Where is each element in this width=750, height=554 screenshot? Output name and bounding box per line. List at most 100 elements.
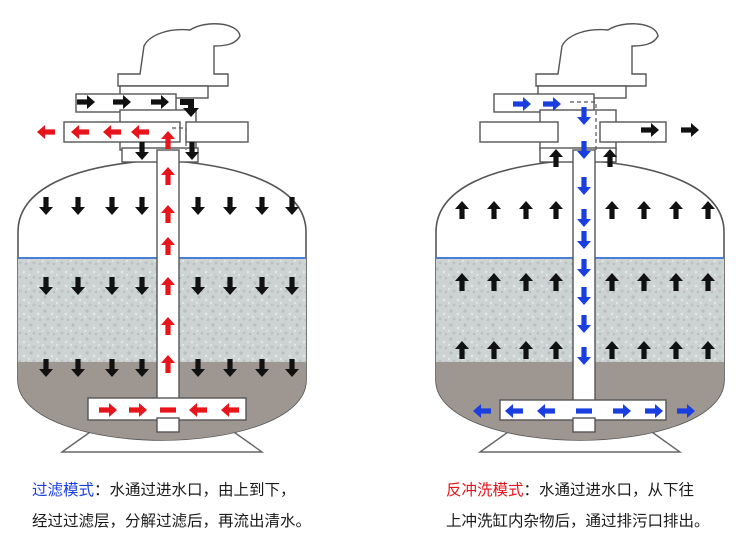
filtered-up-arrow-icon (161, 237, 175, 255)
water-up-arrow-icon (455, 341, 469, 359)
backwash-down-arrow-icon (577, 287, 591, 305)
neck-up-arrow-icon (549, 149, 563, 167)
backwash-down-arrow-icon (577, 209, 591, 227)
filter-mode-caption: 过滤模式：水通过进水口，由上到下， 经过过滤层，分解过滤后，再流出清水。 (32, 475, 311, 537)
water-up-arrow-icon (669, 341, 683, 359)
water-up-arrow-icon (519, 201, 533, 219)
water-up-arrow-icon (701, 273, 715, 291)
clean-outlet-arrow-icon (131, 125, 149, 139)
filtered-up-arrow-icon (161, 131, 175, 149)
neck-flow-arrow-icon (135, 142, 149, 160)
water-up-arrow-icon (549, 273, 563, 291)
backwash-down-arrow-icon (577, 259, 591, 277)
water-up-arrow-icon (487, 201, 501, 219)
water-up-arrow-icon (519, 341, 533, 359)
inlet-flow-arrow-icon (513, 97, 531, 111)
water-up-arrow-icon (487, 273, 501, 291)
filter-mode-tank (17, 23, 307, 453)
lateral-out-arrow-icon (537, 404, 555, 418)
backwash-flow-arrows (455, 97, 715, 418)
water-down-arrow-icon (191, 359, 205, 377)
multiport-valve-head (117, 23, 241, 87)
outlet-pipe (479, 121, 559, 143)
waste-outlet-arrow-icon (641, 123, 659, 137)
backwash-mode-caption: 反冲洗模式：水通过进水口，从下往 上冲洗缸内杂物后，通过排污口排出。 (446, 475, 710, 537)
backwash-down-arrow-icon (577, 231, 591, 249)
water-down-arrow-icon (255, 277, 269, 295)
water-up-arrow-icon (549, 341, 563, 359)
water-down-arrow-icon (105, 277, 119, 295)
lateral-in-arrow-icon (189, 403, 207, 417)
lateral-hub (572, 417, 596, 433)
water-down-arrow-icon (285, 197, 299, 215)
backwash-down-arrow-icon (577, 347, 591, 365)
water-down-arrow-icon (71, 197, 85, 215)
backwash-down-arrow-icon (577, 315, 591, 333)
water-down-arrow-icon (255, 359, 269, 377)
water-up-arrow-icon (701, 341, 715, 359)
filter-mode-line1: ：水通过进水口，由上到下， (94, 481, 296, 499)
lateral-hub (156, 417, 180, 433)
water-up-arrow-icon (669, 273, 683, 291)
water-down-arrow-icon (255, 197, 269, 215)
water-down-arrow-icon (223, 359, 237, 377)
water-down-arrow-icon (223, 197, 237, 215)
neck-flow-arrow-icon (185, 142, 199, 160)
filtered-up-arrow-icon (161, 277, 175, 295)
waste-pipe (185, 121, 249, 143)
water-down-arrow-icon (39, 197, 53, 215)
water-down-arrow-icon (191, 197, 205, 215)
filtered-up-arrow-icon (161, 317, 175, 335)
backwash-down-arrow-icon (577, 141, 591, 159)
water-up-arrow-icon (669, 201, 683, 219)
waste-pipe (599, 121, 667, 143)
lateral-in-arrow-icon (129, 403, 147, 417)
inlet-flow-arrow-icon (113, 95, 131, 109)
lateral-out-arrow-icon (645, 404, 663, 418)
valve-bend-arrow-icon (180, 99, 199, 117)
water-up-arrow-icon (701, 201, 715, 219)
filtered-up-arrow-icon (161, 167, 175, 185)
water-down-arrow-icon (71, 359, 85, 377)
water-down-arrow-icon (135, 277, 149, 295)
clean-outlet-arrow-icon (103, 125, 121, 139)
water-up-arrow-icon (605, 341, 619, 359)
outlet-pipe (63, 121, 181, 143)
water-down-arrow-icon (223, 277, 237, 295)
lateral-center-mark (576, 408, 592, 414)
water-down-arrow-icon (39, 277, 53, 295)
waste-outlet-arrow-icon (681, 123, 699, 137)
water-up-arrow-icon (549, 201, 563, 219)
water-down-arrow-icon (105, 197, 119, 215)
water-down-arrow-icon (105, 359, 119, 377)
water-down-arrow-icon (39, 359, 53, 377)
lateral-out-arrow-icon (505, 404, 523, 418)
water-up-arrow-icon (637, 201, 651, 219)
filter-flow-arrows (37, 95, 299, 417)
inlet-flow-arrow-icon (151, 95, 169, 109)
lateral-out-arrow-icon (473, 404, 491, 418)
water-down-arrow-icon (285, 277, 299, 295)
filter-mode-label: 过滤模式 (32, 481, 95, 499)
lateral-in-arrow-icon (221, 403, 239, 417)
water-down-arrow-icon (71, 277, 85, 295)
filtered-up-arrow-icon (161, 205, 175, 223)
lateral-in-arrow-icon (99, 403, 117, 417)
filter-mode-line2: 经过过滤层，分解过滤后，再流出清水。 (32, 512, 312, 530)
clean-outlet-arrow-icon (71, 125, 89, 139)
water-up-arrow-icon (637, 341, 651, 359)
water-down-arrow-icon (191, 277, 205, 295)
clean-outlet-arrow-icon (37, 125, 55, 139)
neck-up-arrow-icon (603, 149, 617, 167)
inlet-flow-arrow-icon (77, 95, 95, 109)
inlet-flow-arrow-icon (543, 97, 561, 111)
multiport-valve-head (535, 23, 659, 87)
filtered-up-arrow-icon (161, 355, 175, 373)
backwash-mode-label: 反冲洗模式 (446, 481, 524, 499)
backwash-down-arrow-icon (577, 107, 591, 125)
water-up-arrow-icon (605, 273, 619, 291)
water-up-arrow-icon (455, 201, 469, 219)
water-up-arrow-icon (455, 273, 469, 291)
lateral-out-arrow-icon (613, 404, 631, 418)
